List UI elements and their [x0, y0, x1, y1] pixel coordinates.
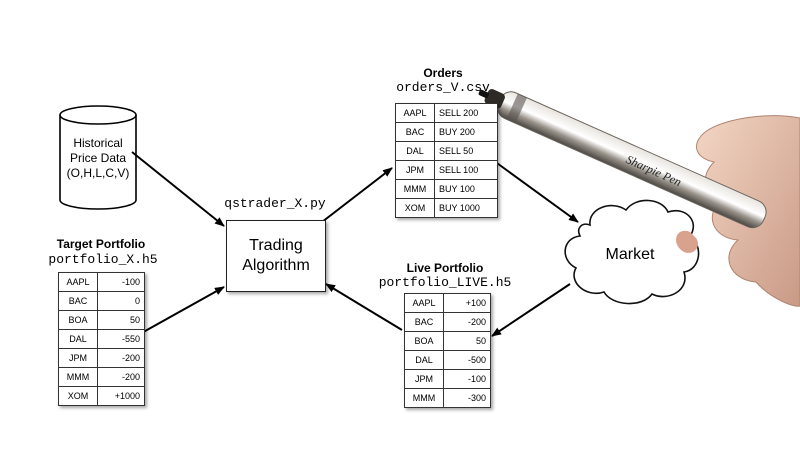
- value-cell: -300: [443, 388, 491, 408]
- value-cell: BUY 100: [434, 179, 498, 199]
- target-portfolio-title: Target Portfolio: [56, 237, 146, 251]
- historical-line-2: Price Data: [69, 151, 127, 165]
- ticker-cell: JPM: [395, 160, 435, 180]
- table-row: BAC-200: [404, 312, 491, 332]
- market-cloud-icon: [564, 199, 700, 305]
- ticker-cell: AAPL: [395, 103, 435, 123]
- ticker-cell: BOA: [404, 331, 444, 351]
- value-cell: -550: [97, 329, 145, 349]
- value-cell: -100: [97, 272, 145, 292]
- ticker-cell: DAL: [395, 141, 435, 161]
- arrow-historical-to-algorithm: [131, 151, 225, 227]
- orders-file: orders_V.csv: [396, 80, 490, 95]
- ticker-cell: MMM: [404, 388, 444, 408]
- ticker-cell: MMM: [58, 367, 98, 387]
- ticker-cell: BAC: [395, 122, 435, 142]
- target-portfolio-file: portfolio_X.h5: [48, 252, 158, 267]
- table-row: DAL-500: [404, 350, 491, 370]
- value-cell: SELL 100: [434, 160, 498, 180]
- ticker-cell: BOA: [58, 310, 98, 330]
- ticker-cell: JPM: [404, 369, 444, 389]
- value-cell: SELL 50: [434, 141, 498, 161]
- historical-line-1: Historical: [73, 136, 123, 150]
- value-cell: -100: [443, 369, 491, 389]
- table-row: DAL-550: [58, 329, 145, 349]
- value-cell: 50: [443, 331, 491, 351]
- ticker-cell: JPM: [58, 348, 98, 368]
- ticker-cell: DAL: [58, 329, 98, 349]
- ticker-cell: BAC: [404, 312, 444, 332]
- value-cell: -200: [97, 348, 145, 368]
- ticker-cell: XOM: [395, 198, 435, 218]
- algorithm-line-1: Trading: [249, 237, 303, 254]
- value-cell: 0: [97, 291, 145, 311]
- arrow-live-to-algorithm: [325, 283, 403, 331]
- arrow-orders-to-market: [489, 157, 579, 223]
- table-row: JPM-200: [58, 348, 145, 368]
- value-cell: BUY 200: [434, 122, 498, 142]
- live-portfolio-file: portfolio_LIVE.h5: [378, 275, 512, 290]
- database-icon: [59, 105, 137, 210]
- historical-line-3: (O,H,L,C,V): [66, 166, 130, 180]
- algorithm-line-2: Algorithm: [242, 257, 310, 274]
- ticker-cell: AAPL: [404, 293, 444, 313]
- live-portfolio-title: Live Portfolio: [406, 261, 484, 275]
- ticker-cell: DAL: [404, 350, 444, 370]
- arrow-market-to-live: [491, 283, 571, 337]
- table-row: AAPL+100: [404, 293, 491, 313]
- historical-price-data-label: Historical Price Data (O,H,L,C,V): [60, 136, 136, 181]
- value-cell: BUY 1000: [434, 198, 498, 218]
- arrow-algorithm-to-orders: [321, 167, 393, 223]
- market-label: Market: [605, 246, 655, 263]
- arrow-target-to-algorithm: [137, 286, 225, 336]
- ticker-cell: AAPL: [58, 272, 98, 292]
- value-cell: SELL 200: [434, 103, 498, 123]
- ticker-cell: XOM: [58, 386, 98, 406]
- value-cell: -200: [443, 312, 491, 332]
- table-row: JPM-100: [404, 369, 491, 389]
- ticker-cell: MMM: [395, 179, 435, 199]
- value-cell: -200: [97, 367, 145, 387]
- table-row: AAPL-100: [58, 272, 145, 292]
- hand-with-pen: Sharpie Pen: [478, 89, 800, 307]
- ticker-cell: BAC: [58, 291, 98, 311]
- table-row: MMM-200: [58, 367, 145, 387]
- value-cell: -500: [443, 350, 491, 370]
- table-row: MMM-300: [404, 388, 491, 408]
- algorithm-file: qstrader_X.py: [224, 196, 326, 211]
- value-cell: 50: [97, 310, 145, 330]
- trading-algorithm-box: Trading Algorithm: [226, 220, 326, 292]
- value-cell: +100: [443, 293, 491, 313]
- table-row: XOM+1000: [58, 386, 145, 406]
- value-cell: +1000: [97, 386, 145, 406]
- orders-title: Orders: [423, 66, 463, 80]
